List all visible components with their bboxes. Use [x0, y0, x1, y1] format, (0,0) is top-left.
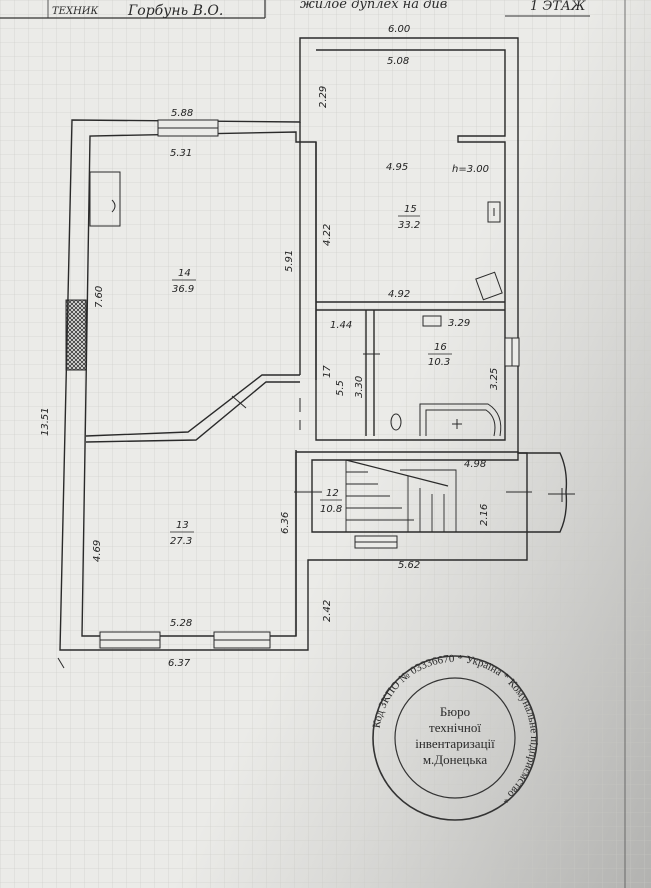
- ceiling-height: h=3.00: [452, 164, 489, 175]
- svg-text:10.3: 10.3: [428, 357, 450, 368]
- room-15-label: 15 33.2: [398, 204, 420, 231]
- stamp-line-3: інвентаризації: [415, 736, 495, 751]
- technician-label: ТЕХНИК: [52, 6, 99, 17]
- dim-room16-width: 3.29: [448, 318, 470, 329]
- dim-room14-width: 7.60: [94, 286, 105, 308]
- stamp-line-1: Бюро: [440, 704, 470, 719]
- hatched-pillar: [65, 299, 87, 371]
- svg-text:5.5: 5.5: [335, 380, 346, 396]
- dim-room15-width: 4.95: [386, 162, 408, 173]
- svg-text:12: 12: [326, 488, 339, 499]
- dim-room16-depth: 3.25: [489, 368, 500, 390]
- svg-text:16: 16: [434, 342, 447, 353]
- room-17-label: 17 5.5: [322, 365, 346, 396]
- dim-room14-depth: 5.91: [284, 250, 295, 272]
- svg-text:15: 15: [404, 204, 417, 215]
- building-walls: [59, 37, 568, 651]
- fixtures: [89, 171, 503, 437]
- svg-text:27.3: 27.3: [170, 536, 192, 547]
- dim-left-top-outer: 5.88: [171, 108, 193, 119]
- room-16-label: 16 10.3: [428, 342, 452, 368]
- dim-mid-width: 4.92: [388, 289, 410, 300]
- room-13-label: 13 27.3: [170, 520, 194, 547]
- header-note: жилое дуплех на див: [300, 0, 447, 12]
- dim-top-inner: 5.08: [387, 56, 409, 67]
- dim-room17-width: 1.44: [330, 320, 352, 331]
- dim-stair-width: 4.98: [464, 459, 486, 470]
- room-labels: 14 36.9 15 33.2 16 10.3 17 5.5 12 10.8 1…: [170, 204, 452, 547]
- dim-room17-depth: 3.30: [354, 376, 365, 398]
- dim-bottom-mid: 5.62: [398, 560, 420, 571]
- dimension-labels: 6.00 5.08 2.29 5.88 5.31 4.95 h=3.00 4.2…: [40, 24, 500, 669]
- door-marks: [57, 301, 575, 669]
- svg-text:10.8: 10.8: [320, 504, 342, 515]
- svg-text:14: 14: [178, 268, 191, 279]
- floor-label: 1 ЭТАЖ: [530, 0, 586, 14]
- dim-left-overall: 13.51: [40, 407, 51, 436]
- svg-text:17: 17: [322, 365, 333, 378]
- room-12-label: 12 10.8: [320, 488, 342, 515]
- dim-right-upper: 2.29: [318, 86, 329, 108]
- svg-text:13: 13: [176, 520, 189, 531]
- svg-text:33.2: 33.2: [398, 220, 420, 231]
- dim-bottom-inner: 5.28: [170, 618, 192, 629]
- title-block: ТЕХНИК Горбунь В.О. жилое дуплех на див …: [0, 0, 626, 888]
- dim-right-lower: 2.42: [322, 600, 333, 622]
- dim-stair-depth: 2.16: [479, 504, 490, 526]
- dim-top-overall: 6.00: [388, 24, 410, 35]
- dim-bottom-outer: 6.37: [168, 658, 191, 669]
- dim-room15-depth: 4.22: [322, 224, 333, 246]
- stamp-line-4: м.Донецька: [423, 752, 488, 767]
- technician-signature: Горбунь В.О.: [127, 3, 223, 19]
- staircase: [345, 459, 457, 532]
- windows: [99, 119, 520, 649]
- room-14-label: 14 36.9: [172, 268, 196, 295]
- svg-text:36.9: 36.9: [172, 284, 194, 295]
- dim-left-lower: 6.36: [280, 512, 291, 534]
- stamp-line-2: технічної: [429, 720, 481, 735]
- dim-room13-depth: 4.69: [92, 540, 103, 562]
- dim-left-top-inner: 5.31: [170, 148, 192, 159]
